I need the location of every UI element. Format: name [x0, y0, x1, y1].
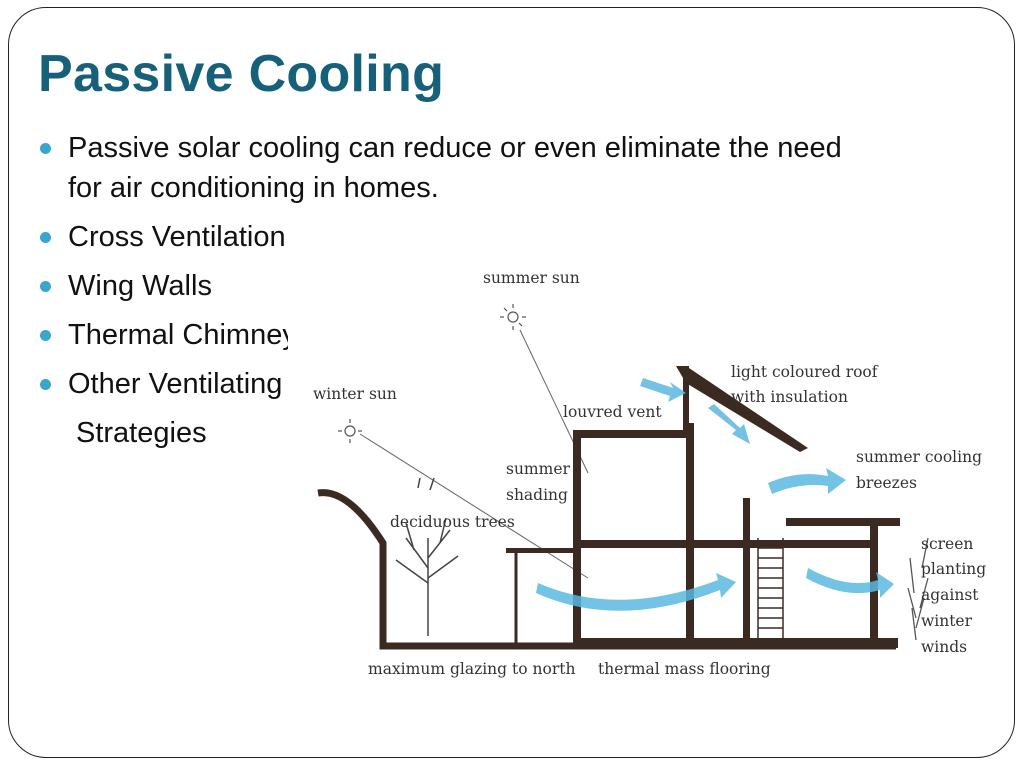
- bullet-text: Cross Ventilation: [68, 221, 286, 253]
- deciduous-tree-icon: [395, 477, 459, 636]
- label-roof-line1: light coloured roof: [731, 363, 879, 381]
- bullet-list: Passive solar cooling can reduce or even…: [38, 128, 858, 413]
- bullet-item: Thermal Chimney: [38, 315, 858, 355]
- bullet-dot-icon: [40, 143, 51, 154]
- label-shading-line2: shading: [506, 486, 568, 504]
- label-winter-sun: winter sun: [313, 385, 397, 403]
- label-screen-line5: winds: [921, 638, 967, 656]
- bullet-dot-icon: [40, 379, 51, 390]
- label-roof-line2: with insulation: [731, 388, 848, 406]
- winter-sun-icon: [338, 419, 362, 443]
- bullet-text: Passive solar cooling can reduce or even…: [68, 132, 842, 204]
- label-shading-line1: summer: [506, 460, 571, 478]
- label-cooling-line1: summer cooling: [856, 448, 982, 466]
- label-screen-line2: planting: [921, 560, 986, 578]
- bullet-continuation: Strategies: [76, 417, 207, 449]
- bullet-dot-icon: [40, 330, 51, 341]
- slide-title: Passive Cooling: [38, 45, 445, 103]
- bullet-text: Other Ventilating: [68, 368, 283, 400]
- bullet-text: Wing Walls: [68, 270, 212, 302]
- label-louvred-vent: louvred vent: [563, 403, 662, 421]
- bullet-text: Thermal Chimney: [68, 319, 297, 351]
- passive-cooling-diagram: summer sun winter sun louvred vent light…: [288, 238, 1000, 710]
- bullet-item: Wing Walls: [38, 266, 858, 306]
- bullet-dot-icon: [40, 281, 51, 292]
- summer-sun-icon: [500, 304, 526, 330]
- bullet-item: Cross Ventilation: [38, 217, 858, 257]
- screen-planting-icon: [907, 537, 929, 641]
- bullet-item: Other Ventilating: [38, 364, 858, 404]
- label-screen-line4: winter: [921, 612, 973, 630]
- label-screen-line1: screen: [921, 535, 973, 553]
- label-summer-sun: summer sun: [483, 269, 580, 287]
- bullet-item: Passive solar cooling can reduce or even…: [38, 128, 858, 208]
- label-cooling-line2: breezes: [856, 474, 917, 492]
- label-screen-line3: against: [921, 586, 979, 604]
- cooling-breeze-icon: [536, 378, 894, 611]
- label-max-glazing: maximum glazing to north: [368, 660, 575, 678]
- label-deciduous-trees: deciduous trees: [390, 513, 515, 531]
- label-thermal-mass: thermal mass flooring: [598, 660, 771, 678]
- bullet-dot-icon: [40, 232, 51, 243]
